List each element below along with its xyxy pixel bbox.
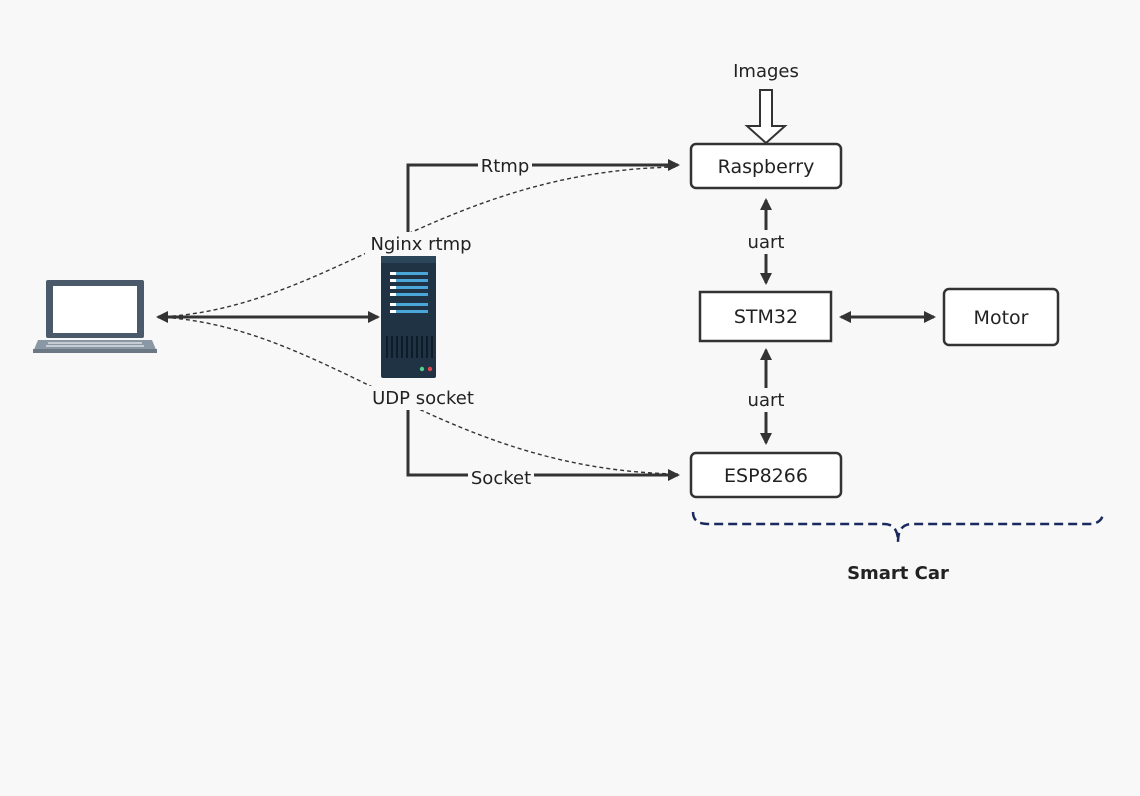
rtmp-label: Rtmp [481, 156, 530, 177]
stm32-node [698, 290, 833, 343]
nginx-rtmp-label: Nginx rtmp [370, 234, 471, 255]
raspberry-label: Raspberry [718, 156, 815, 178]
smart-car-brace [691, 511, 1105, 543]
server-icon [381, 256, 436, 378]
rtmp-connector [406, 159, 680, 236]
stm32-label: STM32 [734, 306, 798, 328]
socket-connector [406, 410, 680, 481]
socket-label: Socket [471, 468, 531, 489]
smart-car-label: Smart Car [847, 563, 949, 584]
images-label: Images [733, 61, 799, 82]
uart-bottom-label: uart [748, 390, 785, 411]
raspberry-node [689, 142, 843, 190]
esp8266-label: ESP8266 [724, 465, 808, 487]
laptop-icon [33, 280, 157, 353]
motor-label: Motor [974, 307, 1029, 329]
laptop-esp8266-dashed-curve [157, 316, 679, 475]
uart-top-label: uart [748, 232, 785, 253]
esp8266-node [689, 451, 843, 499]
images-arrow [744, 89, 788, 145]
udp-socket-label: UDP socket [372, 388, 474, 409]
motor-node [942, 287, 1060, 347]
